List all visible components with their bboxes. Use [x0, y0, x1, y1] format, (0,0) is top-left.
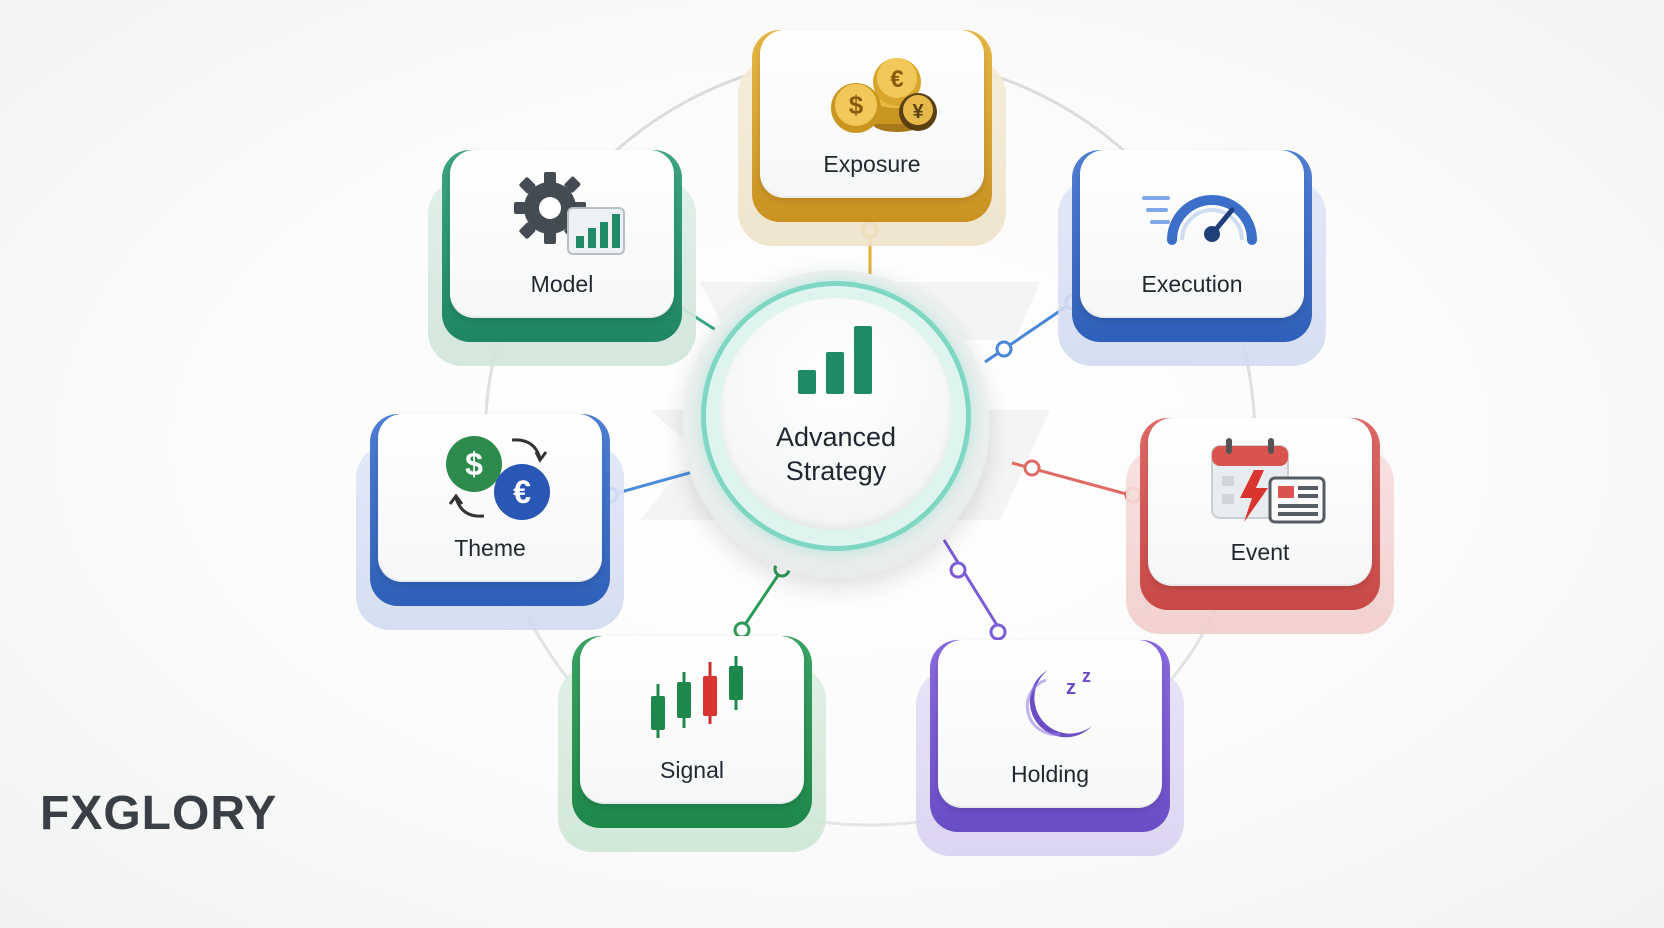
- hub-title: Advanced Strategy: [712, 420, 960, 488]
- node-label: Exposure: [823, 151, 921, 177]
- fxglory-logo: FXGLORY: [40, 786, 277, 844]
- svg-text:z: z: [1082, 666, 1091, 686]
- hub-title-line1: Advanced: [775, 422, 897, 452]
- node-label: Model: [530, 271, 594, 297]
- svg-text:$: $: [849, 90, 864, 120]
- hub-face: [720, 298, 952, 530]
- svg-text:z: z: [1066, 677, 1076, 699]
- node-signal[interactable]: Signal: [558, 636, 826, 852]
- brand-part2: GLORY: [103, 787, 278, 840]
- node-event[interactable]: Event: [1126, 418, 1394, 634]
- node-theme[interactable]: $ € Theme: [356, 414, 624, 630]
- gear-chart-icon: [514, 172, 625, 255]
- calendar-news-icon: [1211, 438, 1326, 524]
- center-hub[interactable]: Advanced Strategy: [682, 270, 990, 578]
- connector-holding: [942, 539, 1007, 641]
- moon-sleep-icon: z z: [1025, 666, 1092, 738]
- bar-chart-icon: [798, 326, 872, 394]
- coins-icon: € $ ¥: [831, 58, 937, 133]
- node-exposure[interactable]: € $ ¥ Exposure: [738, 30, 1006, 246]
- node-label: Theme: [454, 535, 526, 561]
- node-label: Execution: [1141, 271, 1243, 297]
- node-model[interactable]: Model: [428, 150, 696, 366]
- node-execution[interactable]: Execution: [1058, 150, 1326, 366]
- svg-text:¥: ¥: [912, 101, 924, 123]
- hub-title-line2: Strategy: [785, 456, 887, 486]
- currency-exchange-icon: $ €: [446, 436, 550, 520]
- node-label: Holding: [1011, 761, 1089, 787]
- node-label: Event: [1230, 539, 1290, 565]
- connector-event: [1011, 459, 1142, 504]
- brand-part1: FX: [40, 787, 104, 840]
- candlestick-icon: [651, 656, 743, 738]
- node-holding[interactable]: z z Holding: [916, 640, 1184, 856]
- node-label: Signal: [660, 757, 724, 783]
- svg-text:€: €: [513, 474, 531, 510]
- speedometer-icon: [1142, 195, 1257, 245]
- svg-text:€: €: [890, 66, 903, 93]
- svg-text:$: $: [465, 446, 483, 482]
